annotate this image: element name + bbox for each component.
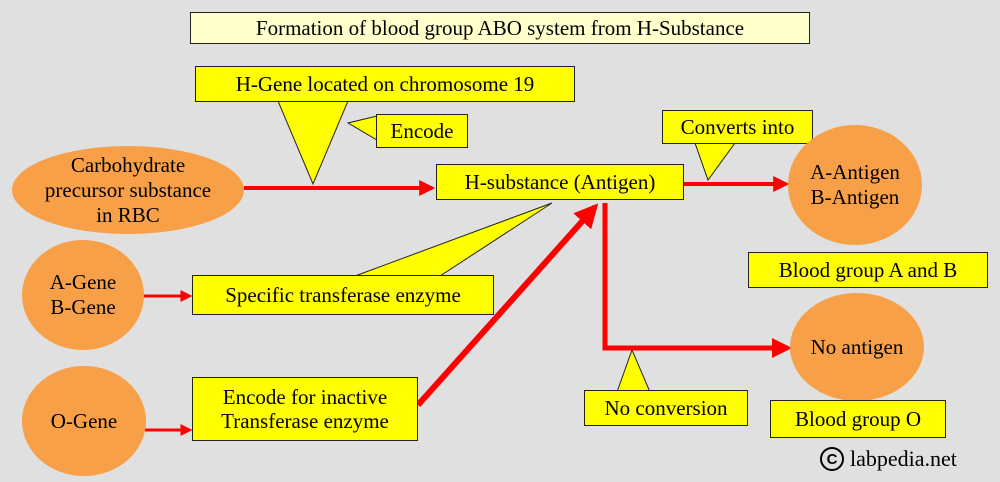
no-conversion-callout-pointer xyxy=(616,348,651,393)
copyright-icon: C xyxy=(820,447,844,471)
specific-enzyme-callout-pointer xyxy=(354,202,553,277)
blood-group-o-box: Blood group O xyxy=(770,400,946,438)
o-gene-node: O-Gene xyxy=(22,366,146,476)
arrow-inactive-enzyme-to-h-substance xyxy=(415,203,599,407)
inactive-enzyme-box: Encode for inactive Transferase enzyme xyxy=(192,377,418,441)
encode-callout: Encode xyxy=(376,114,468,148)
ab-antigen-node: A-Antigen B-Antigen xyxy=(788,125,922,245)
h-gene-callout: H-Gene located on chromosome 19 xyxy=(195,66,575,102)
encode-callout-pointer xyxy=(346,115,378,141)
h-gene-callout-pointer xyxy=(277,100,349,186)
precursor-substance-node: Carbohydrate precursor substance in RBC xyxy=(12,146,244,234)
watermark-text: labpedia.net xyxy=(850,446,957,471)
converts-callout-pointer xyxy=(694,142,736,182)
no-antigen-node: No antigen xyxy=(790,293,924,401)
h-substance-box: H-substance (Antigen) xyxy=(436,164,684,200)
diagram-title: Formation of blood group ABO system from… xyxy=(190,12,810,44)
watermark: C labpedia.net xyxy=(820,446,957,472)
arrow-h-substance-to-no-antigen xyxy=(602,203,792,358)
blood-group-ab-box: Blood group A and B xyxy=(748,252,988,288)
converts-into-callout: Converts into xyxy=(662,110,813,144)
specific-enzyme-box: Specific transferase enzyme xyxy=(192,275,494,315)
ab-gene-node: A-Gene B-Gene xyxy=(22,240,144,350)
no-conversion-callout: No conversion xyxy=(584,390,748,426)
